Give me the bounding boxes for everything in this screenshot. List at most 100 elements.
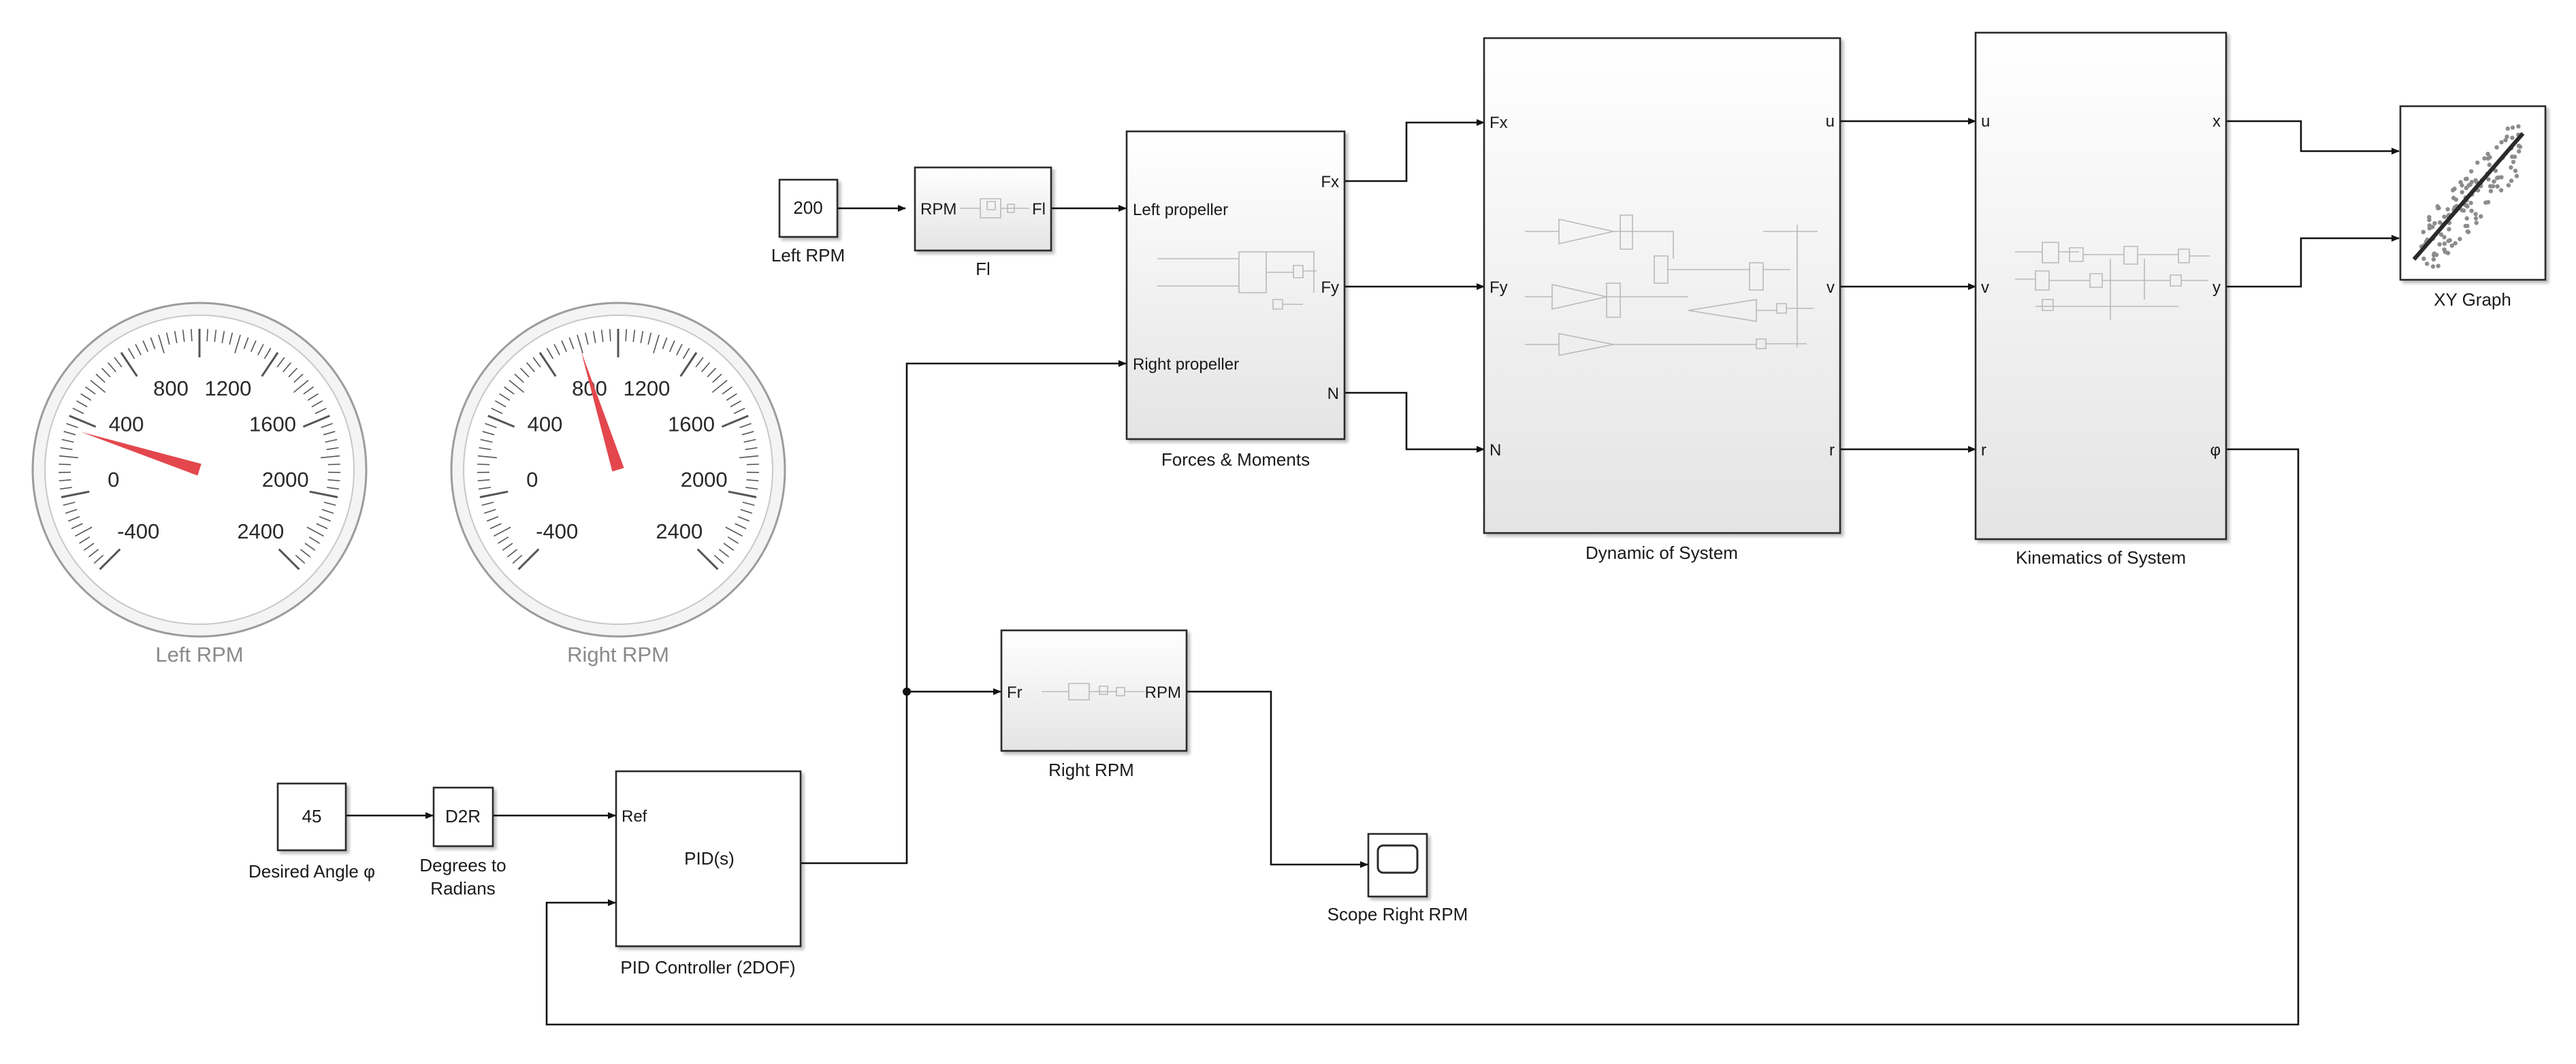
- gauge-tick-mark: [509, 380, 525, 393]
- xy-scatter-dot: [2513, 168, 2518, 174]
- xy-scatter-dot: [2516, 124, 2521, 129]
- fl-in-port-label: RPM: [920, 200, 956, 219]
- xy-scatter-dot: [2449, 243, 2454, 248]
- xy-scatter-dot: [2427, 226, 2432, 231]
- gauge-tick-mark: [712, 373, 722, 383]
- gauge-tick-mark: [319, 516, 332, 522]
- scope-label: Scope Right RPM: [1327, 904, 1468, 924]
- gauge-tick-mark: [640, 331, 644, 344]
- kinematics-system-box[interactable]: [1974, 31, 2227, 541]
- xy-scatter-dot: [2492, 179, 2496, 184]
- forces-out-fy-label: Fy: [1321, 278, 1339, 297]
- gauge-tick-mark: [727, 536, 739, 544]
- xy-graph-block[interactable]: XY Graph: [2399, 105, 2547, 310]
- xy-scatter-dot: [2445, 251, 2451, 255]
- xy-scatter-dot: [2463, 176, 2468, 182]
- xy-scatter-dot: [2517, 149, 2522, 154]
- gauge-tick-mark: [722, 386, 732, 395]
- gauge-tick-mark: [743, 438, 756, 443]
- xy-scatter-dot: [2437, 220, 2443, 225]
- xy-scatter-dot: [2442, 235, 2447, 240]
- gauge-tick-mark: [662, 337, 668, 349]
- xy-scatter-dot: [2460, 208, 2464, 212]
- forces-in-right-label: Right propeller: [1133, 355, 1239, 374]
- gauge-tick-mark: [61, 490, 90, 498]
- gauge-needle: [581, 351, 624, 472]
- d2r-box[interactable]: [432, 786, 494, 848]
- gauge-tick-mark: [283, 362, 292, 372]
- wire-pid-rightrpm: [801, 688, 1001, 865]
- gauge-tick-mark: [487, 415, 515, 428]
- kinematics-system-block[interactable]: u v r x y φ Kinematics of System: [1974, 31, 2227, 568]
- gauge-tick-mark: [327, 487, 340, 490]
- pid-controller-block[interactable]: Ref PID(s) PID Controller (2DOF): [615, 770, 802, 978]
- d2r-block[interactable]: D2R Degrees to Radians: [419, 786, 506, 899]
- gauge-tick-mark: [295, 554, 306, 564]
- gauge-tick-mark: [723, 543, 735, 551]
- right-rpm-subsystem-block[interactable]: Fr RPM Right RPM: [1000, 629, 1188, 780]
- wire-fx: [1345, 119, 1485, 182]
- xy-scatter-dot: [2468, 200, 2473, 206]
- gauge-tick-mark: [553, 344, 560, 355]
- left-rpm-constant-box[interactable]: [778, 178, 839, 238]
- right-rpm-in-port-label: Fr: [1007, 683, 1023, 702]
- dynamic-system-block[interactable]: Fx Fy N u v r Dynamic of System: [1483, 37, 1841, 563]
- xy-scatter-dot: [2485, 151, 2490, 157]
- gauge-tick-mark: [302, 415, 330, 428]
- xy-scatter-dot: [2473, 216, 2479, 221]
- gauge-tick-mark: [300, 549, 311, 558]
- xy-scatter-dot: [2442, 247, 2447, 252]
- left-rpm-constant-block[interactable]: 200 Left RPM: [771, 178, 845, 265]
- gauge-tick-mark: [479, 447, 492, 451]
- gauge-tick-mark: [739, 423, 752, 428]
- gauge-tick-mark: [206, 329, 208, 342]
- xy-scatter-dot: [2452, 187, 2457, 191]
- gauge-tick-mark: [733, 407, 745, 415]
- xy-scatter-dot: [2453, 241, 2458, 246]
- gauge-tick-mark: [59, 487, 72, 490]
- xy-scatter-dot: [2510, 135, 2515, 140]
- gauge-tick-mark: [718, 549, 730, 558]
- gauge-tick-mark: [114, 357, 123, 368]
- gauge-tick-mark: [79, 536, 91, 544]
- gauge-tick-mark: [76, 400, 88, 408]
- fl-subsystem-box[interactable]: [914, 166, 1052, 252]
- right-rpm-subsystem-box[interactable]: [1000, 629, 1188, 752]
- gauge-tick-mark: [293, 373, 304, 383]
- gauge-tick-mark: [315, 407, 327, 415]
- xy-scatter-dot: [2511, 159, 2516, 165]
- gauge-tick-mark: [165, 332, 170, 345]
- xy-scatter-dot: [2488, 189, 2494, 193]
- gauge-tick-mark: [191, 329, 193, 342]
- gauge-tick-label: 400: [528, 412, 563, 436]
- desired-angle-constant-box[interactable]: [276, 782, 347, 852]
- gauge-tick-mark: [263, 348, 272, 359]
- gauge-tick-mark: [735, 523, 747, 530]
- xy-scatter-dot: [2458, 236, 2462, 242]
- right-rpm-internal-preview-icon: [1042, 683, 1145, 700]
- xy-scatter-dot: [2509, 178, 2514, 183]
- pid-controller-box[interactable]: [615, 770, 802, 948]
- gauge-tick-mark: [491, 407, 503, 415]
- gauge-tick-mark: [182, 329, 185, 342]
- gauge-tick-label: 800: [153, 376, 189, 400]
- forces-moments-box[interactable]: [1125, 130, 1346, 440]
- fl-subsystem-block[interactable]: RPM Fl Fl: [914, 166, 1052, 279]
- desired-angle-constant-block[interactable]: 45 Desired Angle φ: [248, 782, 375, 882]
- dynamic-system-box[interactable]: [1483, 37, 1841, 534]
- fl-out-port-label: Fl: [1032, 200, 1046, 219]
- scope-right-rpm-block[interactable]: Scope Right RPM: [1327, 833, 1468, 924]
- gauge-tick-mark: [499, 393, 511, 401]
- gauge-tick-mark: [99, 548, 121, 570]
- xy-scatter-dot: [2494, 145, 2499, 150]
- xy-scatter-dot: [2468, 182, 2473, 187]
- forces-moments-block[interactable]: Left propeller Right propeller Fx Fy N F…: [1125, 130, 1346, 470]
- gauge-tick-mark: [120, 352, 138, 377]
- xy-scatter-dot: [2505, 134, 2509, 139]
- xy-scatter-dot: [2436, 263, 2441, 268]
- dynamic-in-n-label: N: [1490, 441, 1501, 460]
- gauge-tick-mark: [327, 464, 340, 466]
